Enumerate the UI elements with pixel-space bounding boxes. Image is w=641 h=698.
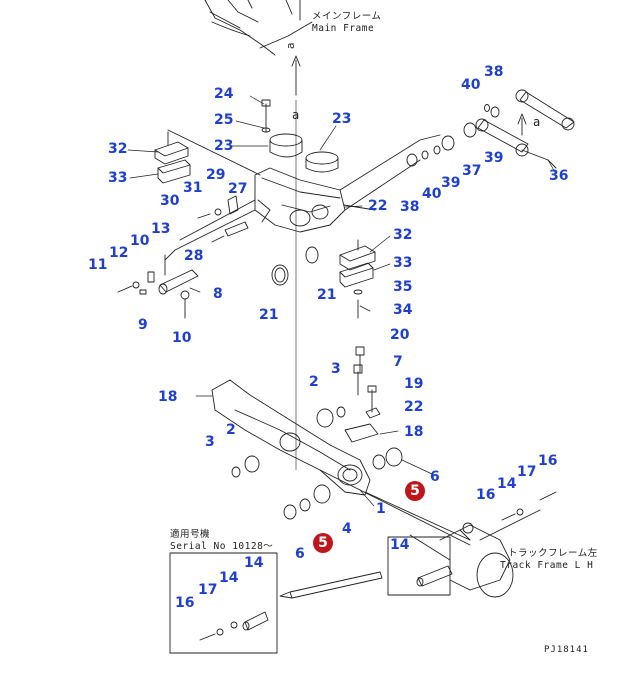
callout-part-17b[interactable]: 14: [219, 570, 239, 586]
callout-part-39[interactable]: 37: [462, 163, 482, 179]
callout-part-12[interactable]: 12: [109, 245, 129, 261]
callout-part-28[interactable]: 25: [214, 112, 234, 128]
callout-part-27[interactable]: 24: [214, 86, 234, 102]
callout-part-4[interactable]: 4: [342, 521, 352, 537]
callout-part-23[interactable]: 20: [390, 327, 410, 343]
callout-part-7[interactable]: 7: [393, 354, 403, 370]
callout-part-16[interactable]: 16: [476, 487, 496, 503]
view-a-rotated: a: [284, 41, 298, 50]
callout-part-2a[interactable]: 2: [309, 374, 319, 390]
callout-part-40a[interactable]: 38: [484, 64, 504, 80]
pin-assembly-8: [117, 195, 249, 319]
callout-part-3b[interactable]: 3: [205, 434, 215, 450]
callout-part-8[interactable]: 8: [213, 286, 223, 302]
callout-part-38[interactable]: 36: [549, 168, 569, 184]
bushings-39-42: [406, 104, 500, 167]
callout-part-21[interactable]: 19: [404, 376, 424, 392]
inset-serial-box: [169, 552, 278, 654]
callout-part-24[interactable]: 22: [368, 198, 388, 214]
main-frame-label-en: Main Frame: [312, 23, 375, 34]
bushings-lower: [231, 406, 403, 520]
main-frame-label-jp: メインフレーム: [312, 11, 382, 22]
callout-part-18b[interactable]: 16: [175, 595, 195, 611]
callout-part-41a[interactable]: 39: [484, 150, 504, 166]
callout-part-42a[interactable]: 40: [461, 77, 481, 93]
callout-part-42b[interactable]: 40: [422, 186, 442, 202]
callout-part-34b[interactable]: 32: [393, 227, 413, 243]
callout-part-19a[interactable]: 17: [517, 464, 537, 480]
callout-part-14b[interactable]: 14: [244, 555, 264, 571]
track-frame-lh: [439, 491, 557, 598]
callout-part-35b[interactable]: 33: [393, 255, 413, 271]
track-frame-label-en: Track Frame L H: [500, 560, 594, 571]
callout-part-20b[interactable]: 18: [404, 424, 424, 440]
callout-part-13[interactable]: 13: [151, 221, 171, 237]
bolts-7-21-22-23: [353, 346, 381, 419]
callout-part-17a[interactable]: 14: [497, 476, 517, 492]
callout-part-10a[interactable]: 10: [130, 233, 150, 249]
callout-part-3a[interactable]: 3: [331, 361, 341, 377]
callout-part-6a[interactable]: 6: [430, 469, 440, 485]
arrow-to-inset: [279, 571, 383, 599]
callout-part-22[interactable]: 22: [404, 399, 424, 415]
serial-label-en: Serial No 10128～: [170, 541, 274, 552]
callout-part-18a[interactable]: 16: [538, 453, 558, 469]
callout-part-30[interactable]: 28: [184, 248, 204, 264]
callout-part-32[interactable]: 30: [160, 193, 180, 209]
callout-part-20a[interactable]: 18: [158, 389, 178, 405]
callout-part-11[interactable]: 11: [88, 257, 108, 273]
frame-20-1: [211, 379, 471, 546]
track-frame-label-jp: トラックフレーム左: [508, 548, 598, 559]
callout-part-36[interactable]: 34: [393, 302, 413, 318]
serial-label-jp: 適用号機: [170, 529, 211, 540]
callout-part-19b[interactable]: 17: [198, 582, 218, 598]
inset-pin-14: [387, 534, 453, 596]
callout-part-26a[interactable]: 23: [214, 138, 234, 154]
blocks-34-35-right: [339, 239, 376, 319]
callout-part-40b[interactable]: 38: [400, 199, 420, 215]
callout-part-29[interactable]: 27: [228, 181, 248, 197]
main-frame-outline: [204, 0, 313, 56]
callout-part-10b[interactable]: 10: [172, 330, 192, 346]
badge-part-5-left: 5: [313, 533, 333, 553]
callout-part-35a[interactable]: 33: [108, 170, 128, 186]
callout-part-2b[interactable]: 2: [226, 422, 236, 438]
callout-part-33[interactable]: 31: [183, 180, 203, 196]
leader-lines: [127, 95, 557, 507]
callout-part-31[interactable]: 29: [206, 167, 226, 183]
callout-part-1[interactable]: 1: [376, 501, 386, 517]
callout-part-9[interactable]: 9: [138, 317, 148, 333]
blocks-34-35-left: [154, 129, 261, 184]
callout-part-37[interactable]: 35: [393, 279, 413, 295]
badge-part-5-right: 5: [405, 481, 425, 501]
drawing-code: PJ18141: [544, 645, 589, 655]
callout-part-25b[interactable]: 21: [259, 307, 279, 323]
callout-part-26b[interactable]: 23: [332, 111, 352, 127]
callout-part-34a[interactable]: 32: [108, 141, 128, 157]
callout-part-14a[interactable]: 14: [390, 537, 410, 553]
link-38: [475, 89, 575, 169]
pivot-body-24: [164, 134, 441, 261]
view-a-label: a: [292, 108, 300, 122]
callout-part-6b[interactable]: 6: [295, 546, 305, 562]
callout-part-41b[interactable]: 39: [441, 175, 461, 191]
view-a-label-link: a: [533, 115, 541, 129]
callout-part-25a[interactable]: 21: [317, 287, 337, 303]
pads-26: [261, 99, 339, 173]
rings-25: [271, 246, 319, 286]
